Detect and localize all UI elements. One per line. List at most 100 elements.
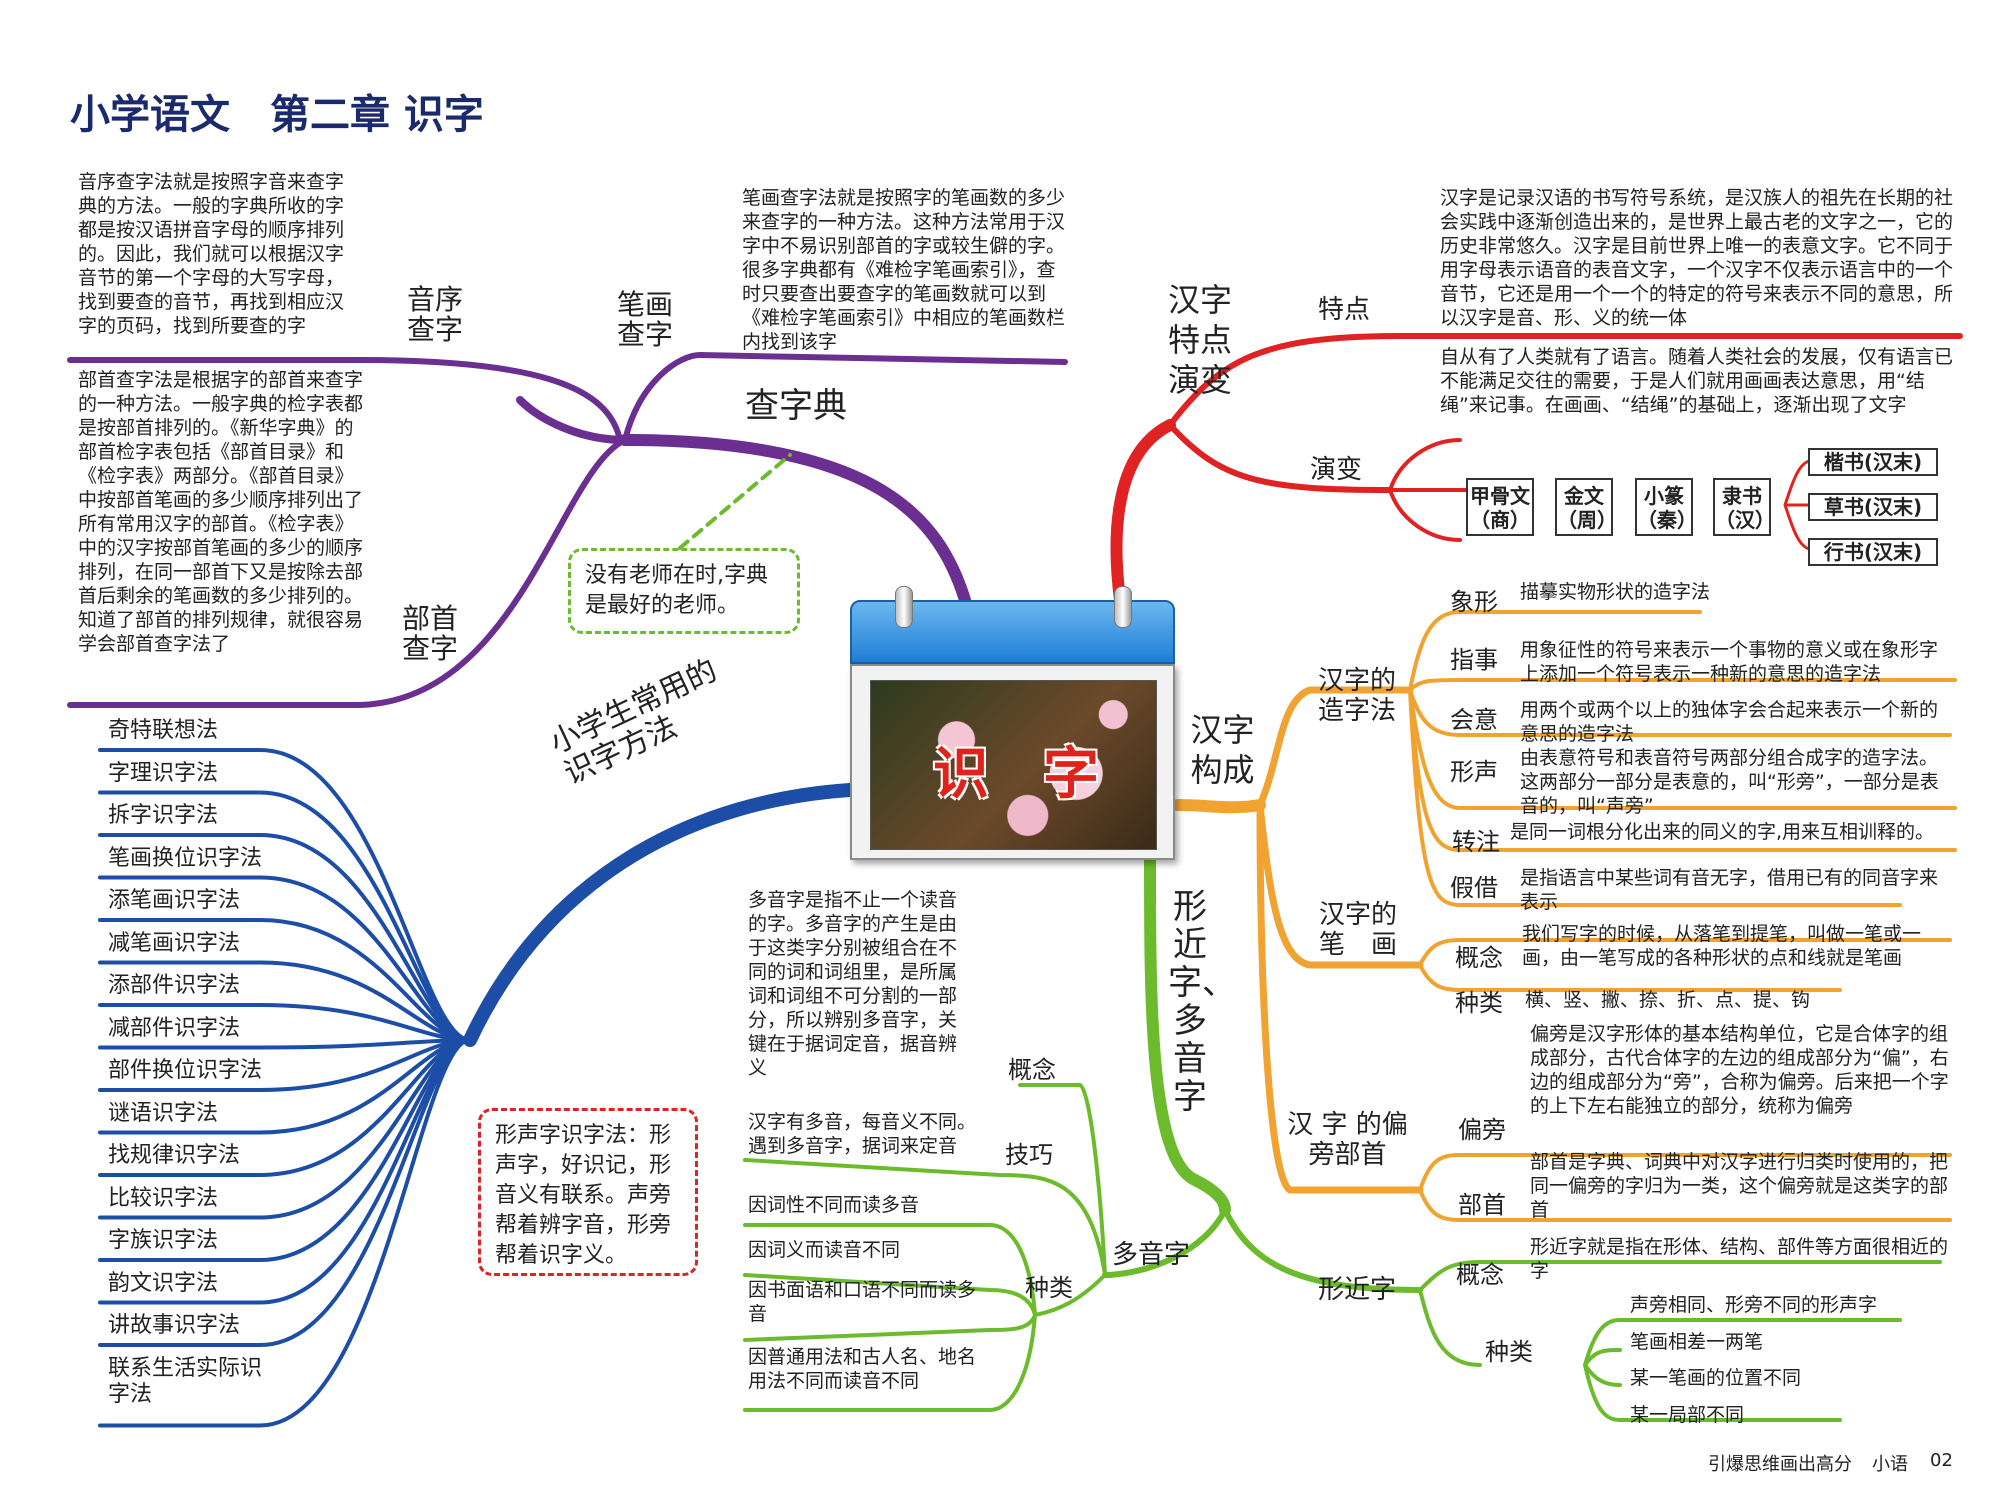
- method-item: 添部件识字法: [108, 973, 241, 998]
- text-bushou: 部首查字法是根据字的部首来查字的一种方法。一般字典的检字表都是按部首排列的。《新…: [78, 369, 364, 655]
- blossom-photo: 识 字: [870, 680, 1157, 850]
- zaozi-text: 描摹实物形状的造字法: [1520, 581, 1711, 603]
- dyz-type-4: 因普通用法和古人名、地名用法不同而读音不同: [748, 1346, 977, 1392]
- method-item: 字理识字法: [108, 760, 219, 786]
- method-branch-line: [98, 1003, 472, 1042]
- method-item: 拆字识字法: [108, 803, 219, 828]
- method-lines: [98, 748, 472, 1428]
- stage-jinwen: 金文（周）: [1555, 478, 1617, 536]
- bihua-forks: [1418, 938, 1952, 992]
- text-bihua-zhonglei: 横、竖、撇、捺、折、点、提、钩: [1525, 989, 1811, 1011]
- node-yinxu: 音序查字: [406, 283, 463, 346]
- label-xjz-gainian: 概念: [1456, 1261, 1504, 1289]
- node-chazidian: 查字典: [745, 386, 847, 426]
- dyz-type-2: 因词义而读音不同: [748, 1239, 901, 1261]
- branch-yinxu: [67, 357, 623, 443]
- method-item: 笔画换位识字法: [108, 845, 263, 871]
- branch-tedian-main: [1110, 419, 1176, 606]
- dyz-type-1: 因词性不同而读多音: [748, 1194, 920, 1216]
- stage-caoshu: 草书(汉末): [1808, 493, 1938, 521]
- node-tedian: 特点: [1318, 295, 1371, 325]
- method-item: 联系生活实际识字法: [108, 1355, 263, 1407]
- stage-jiaguwen: 甲骨文（商）: [1466, 478, 1534, 536]
- stage-xiaozhuan: 小篆（秦）: [1635, 478, 1697, 536]
- method-item: 谜语识字法: [108, 1100, 219, 1126]
- zaozi-name: 形声: [1450, 758, 1498, 786]
- method-branch-line: [98, 1038, 472, 1347]
- zaozi-name: 指事: [1450, 646, 1498, 674]
- branch-methods-main: [463, 783, 857, 1047]
- dyz-type-3: 因书面语和口语不同而读多音: [748, 1279, 977, 1325]
- footer-subject: 小语: [1872, 1454, 1908, 1475]
- xjz-type-2: 笔画相差一两笔: [1630, 1331, 1764, 1353]
- xjz-forks: [1418, 1260, 1942, 1422]
- node-tedian-yanbian: 汉字特点演变: [1167, 281, 1232, 399]
- node-zaozi: 汉字的造字法: [1317, 666, 1396, 726]
- method-item: 添笔画识字法: [108, 888, 241, 913]
- branch-bushou: [67, 437, 628, 708]
- footer-slogan: 引爆思维画出高分: [1708, 1454, 1852, 1475]
- calendar-ring-icon: [1114, 586, 1132, 628]
- zaozi-text: 由表意符号和表音符号两部分组合成字的造字法。这两部分一部分是表意的，叫“形旁”，…: [1520, 747, 1939, 817]
- branch-chazidian-fork: [516, 396, 629, 444]
- zaozi-name: 假借: [1450, 874, 1498, 902]
- method-branch-line: [98, 875, 472, 1042]
- branch-bihua-struct: [1256, 801, 1424, 969]
- method-branch-line: [98, 1038, 472, 1050]
- zaozi-text: 用象征性的符号来表示一个事物的意义或在象形字上添加一个符号表示一种新的意思的造字…: [1520, 639, 1939, 685]
- zaozi-name: 象形: [1450, 588, 1498, 616]
- stage-xingshu: 行书(汉末): [1808, 538, 1938, 566]
- branch-zaozi: [1256, 686, 1414, 809]
- zaozi-forks: [1408, 610, 1957, 907]
- method-branch-line: [98, 960, 472, 1042]
- zaozi-name: 转注: [1452, 828, 1500, 856]
- node-goucheng: 汉字构成: [1190, 711, 1255, 789]
- method-item: 讲故事识字法: [108, 1313, 241, 1338]
- center-calendar: 识 字: [850, 586, 1175, 860]
- branch-bihua: [622, 351, 1068, 443]
- calendar-body: 识 字: [850, 664, 1175, 860]
- text-bushou-def: 部首是字典、词典中对汉字进行归类时使用的，把同一偏旁的字归为一类，这个偏旁就是这…: [1530, 1151, 1949, 1221]
- label-bihua-zhonglei: 种类: [1455, 989, 1503, 1017]
- label-bushou: 部首: [1458, 1191, 1506, 1219]
- node-pianpang: 汉 字 的偏旁部首: [1287, 1110, 1408, 1170]
- method-item: 奇特联想法: [108, 718, 219, 743]
- method-branch-line: [98, 918, 472, 1042]
- text-dyz-gainian: 多音字是指不止一个读音的字。多音字的产生是由于这类字分别被组合在不同的词和词组里…: [748, 889, 958, 1079]
- note-xingsheng: 形声字识字法：形声字，好识记，形音义有联系。声旁帮着辨字音，形旁帮着识字义。: [478, 1108, 698, 1276]
- branch-xingjin-main: [1144, 854, 1231, 1216]
- method-item: 减笔画识字法: [108, 930, 241, 956]
- method-item: 字族识字法: [108, 1228, 219, 1253]
- pianpang-forks: [1418, 1153, 1952, 1222]
- zaozi-text: 用两个或两个以上的独体字会合起来表示一个新的意思的造字法: [1520, 699, 1939, 745]
- method-item: 部件换位识字法: [108, 1058, 263, 1083]
- label-pianpang: 偏旁: [1458, 1116, 1506, 1144]
- label-bihua-gainian: 概念: [1455, 944, 1503, 972]
- zaozi-name: 会意: [1450, 706, 1498, 734]
- dyz-forks: [743, 1083, 1107, 1412]
- label-dyz-zhonglei: 种类: [1025, 1274, 1073, 1302]
- method-item: 减部件识字法: [108, 1015, 241, 1041]
- method-branch-line: [98, 1038, 472, 1428]
- branch-chazidian-main: [619, 434, 971, 606]
- branch-xjz: [1222, 1207, 1423, 1293]
- text-dyz-jiqiao: 汉字有多音，每音义不同。遇到多音字，据词来定音: [748, 1111, 977, 1157]
- xjz-type-1: 声旁相同、形旁不同的形声字: [1630, 1294, 1878, 1316]
- node-xingjinzi: 形近字: [1318, 1275, 1397, 1305]
- node-bihua-struct: 汉字的笔 画: [1318, 900, 1397, 960]
- method-item: 比较识字法: [108, 1185, 219, 1211]
- calendar-ring-icon: [895, 586, 913, 628]
- node-yanbian: 演变: [1310, 455, 1363, 485]
- branch-yanbian-stages: [1378, 438, 1472, 542]
- label-dyz-jiqiao: 技巧: [1005, 1141, 1053, 1169]
- branch-tedian: [1167, 333, 1963, 428]
- branch-pianpang: [1256, 801, 1424, 1194]
- method-item: 韵文识字法: [108, 1270, 219, 1296]
- label-dyz-gainian: 概念: [1008, 1056, 1056, 1084]
- node-bihua: 笔画查字: [616, 288, 673, 351]
- branch-goucheng-main: [1172, 799, 1266, 814]
- text-pianpang: 偏旁是汉字形体的基本结构单位，它是合体字的组成部分，古代合体字的左边的组成部分为…: [1530, 1023, 1949, 1117]
- node-bushou: 部首查字: [401, 602, 458, 665]
- note-dictionary: 没有老师在时,字典是最好的老师。: [568, 548, 800, 634]
